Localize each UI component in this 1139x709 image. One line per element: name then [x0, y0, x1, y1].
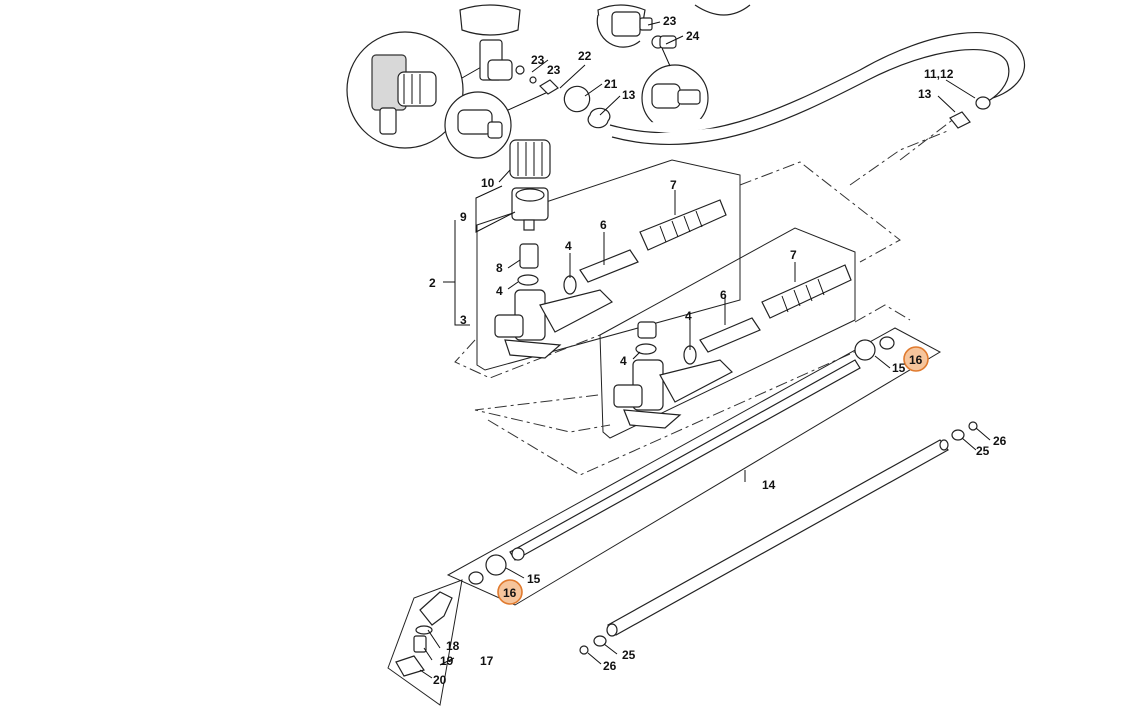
- label-4-upper-right[interactable]: 4: [565, 239, 572, 253]
- upper-assembly-panel: [454, 117, 956, 379]
- label-15-right[interactable]: 15: [892, 361, 906, 375]
- label-6-upper[interactable]: 6: [600, 218, 607, 232]
- label-13-left[interactable]: 13: [622, 88, 636, 102]
- label-26-left[interactable]: 26: [603, 659, 617, 673]
- label-10[interactable]: 10: [481, 176, 495, 190]
- detail-circle-large: [346, 31, 491, 149]
- label-7-lower[interactable]: 7: [790, 248, 797, 262]
- label-21[interactable]: 21: [604, 77, 618, 91]
- lower-assembly-panel: [474, 227, 911, 476]
- label-8[interactable]: 8: [496, 261, 503, 275]
- label-25-right[interactable]: 25: [976, 444, 990, 458]
- valve-upper: [494, 243, 614, 359]
- label-14[interactable]: 14: [762, 478, 776, 492]
- fittings-upper: [579, 199, 727, 283]
- label-23-a[interactable]: 23: [531, 53, 545, 67]
- label-3[interactable]: 3: [460, 313, 467, 327]
- lance-panel: [446, 327, 942, 606]
- label-9[interactable]: 9: [460, 210, 467, 224]
- hose: [609, 32, 1026, 146]
- gauge-parts: [509, 139, 551, 231]
- detail-circle-top-right: [596, 11, 709, 132]
- label-22[interactable]: 22: [578, 49, 592, 63]
- leader-lines: [419, 21, 991, 679]
- label-16-left[interactable]: 16: [503, 586, 517, 600]
- lance-tube: [579, 421, 978, 655]
- label-2[interactable]: 2: [429, 276, 436, 290]
- label-25-left[interactable]: 25: [622, 648, 636, 662]
- valve-lower: [613, 321, 734, 429]
- label-15-left[interactable]: 15: [527, 572, 541, 586]
- label-11-12[interactable]: 11,12: [924, 67, 954, 81]
- label-23-b[interactable]: 23: [547, 63, 561, 77]
- label-19[interactable]: 19: [440, 654, 454, 668]
- highlight-16-left[interactable]: [497, 579, 523, 605]
- nozzle-panel: [387, 579, 463, 706]
- label-4-lower-left[interactable]: 4: [620, 354, 627, 368]
- detail-circle-small-left: [444, 91, 549, 159]
- label-6-lower[interactable]: 6: [720, 288, 727, 302]
- label-17[interactable]: 17: [480, 654, 494, 668]
- highlight-16-right[interactable]: [903, 346, 929, 372]
- part-labels: 2 3 4 4 4 4 6 6 7 7 8 9 10 11,12 13 13 1…: [429, 14, 1007, 687]
- label-4-lower-right[interactable]: 4: [685, 309, 692, 323]
- label-13-right[interactable]: 13: [918, 87, 932, 101]
- label-20[interactable]: 20: [433, 673, 447, 687]
- label-26-right[interactable]: 26: [993, 434, 1007, 448]
- label-24[interactable]: 24: [686, 29, 700, 43]
- fittings-lower: [699, 264, 852, 353]
- label-4-upper-left[interactable]: 4: [496, 284, 503, 298]
- label-16-right[interactable]: 16: [909, 353, 923, 367]
- label-23-c[interactable]: 23: [663, 14, 677, 28]
- label-18[interactable]: 18: [446, 639, 460, 653]
- top-fitting-parts: [479, 39, 611, 129]
- label-7-upper[interactable]: 7: [670, 178, 677, 192]
